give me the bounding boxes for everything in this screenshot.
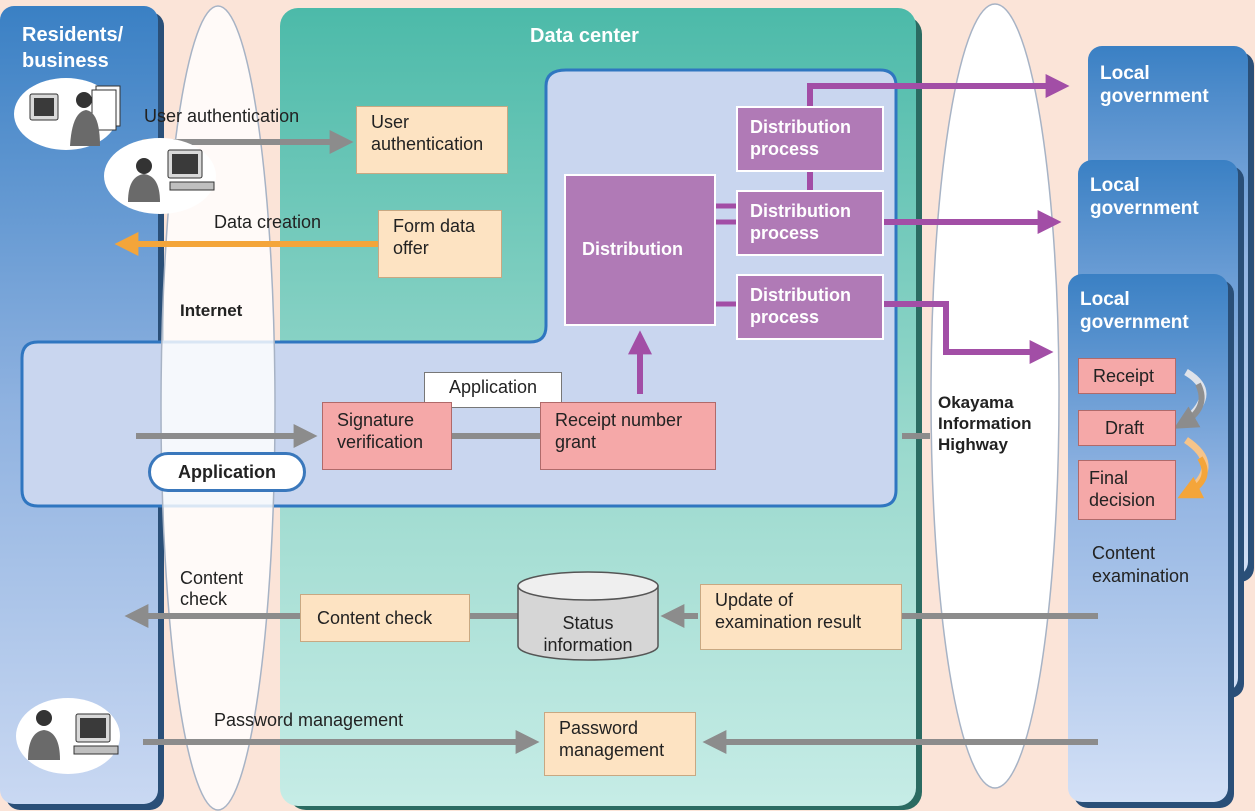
- password-management-box: Password management: [544, 712, 696, 776]
- user-computer-icon-3: [16, 698, 120, 774]
- local-government-title-2: Local government: [1090, 175, 1199, 219]
- content-check-box: Content check: [300, 594, 470, 642]
- distribution-box: Distribution: [564, 174, 716, 326]
- local-government-panel-3: [1068, 274, 1228, 802]
- form-data-offer-box: Form data offer: [378, 210, 502, 278]
- distribution-process-box-3: Distribution process: [736, 274, 884, 340]
- user-authentication-box: User authentication: [356, 106, 508, 174]
- user-authentication-label: User authentication: [144, 106, 300, 126]
- update-examination-result-box: Update of examination result: [700, 584, 902, 650]
- final-decision-box: Final decision: [1078, 460, 1176, 520]
- local-government-title-3: Local government: [1080, 289, 1189, 333]
- content-examination-label: Content examination: [1092, 543, 1190, 586]
- application-tag: Application: [424, 372, 562, 408]
- status-information-label: Status information: [543, 613, 633, 655]
- residents-title: Residents/ business: [22, 24, 124, 72]
- status-database-icon: [517, 571, 659, 661]
- distribution-process-box-2: Distribution process: [736, 190, 884, 256]
- data-creation-label: Data creation: [214, 212, 322, 232]
- signature-verification-box: Signature verification: [322, 402, 452, 470]
- arrow-to-local-government-3: [884, 301, 1054, 364]
- application-pill: Application: [148, 452, 306, 492]
- local-government-title-1: Local government: [1100, 63, 1209, 107]
- draft-box: Draft: [1078, 410, 1176, 446]
- password-management-label: Password management: [214, 710, 404, 730]
- receipt-number-grant-box: Receipt number grant: [540, 402, 716, 470]
- receipt-box: Receipt: [1078, 358, 1176, 394]
- distribution-process-box-1: Distribution process: [736, 106, 884, 172]
- highway-ellipse: [930, 3, 1060, 789]
- highway-label: Okayama Information Highway: [938, 393, 1032, 454]
- user-computer-icon-1: [14, 78, 121, 150]
- content-check-label: Content check: [180, 568, 244, 609]
- internet-label: Internet: [180, 301, 243, 320]
- user-computer-icon-2: [104, 138, 216, 214]
- data-center-title: Data center: [530, 25, 639, 47]
